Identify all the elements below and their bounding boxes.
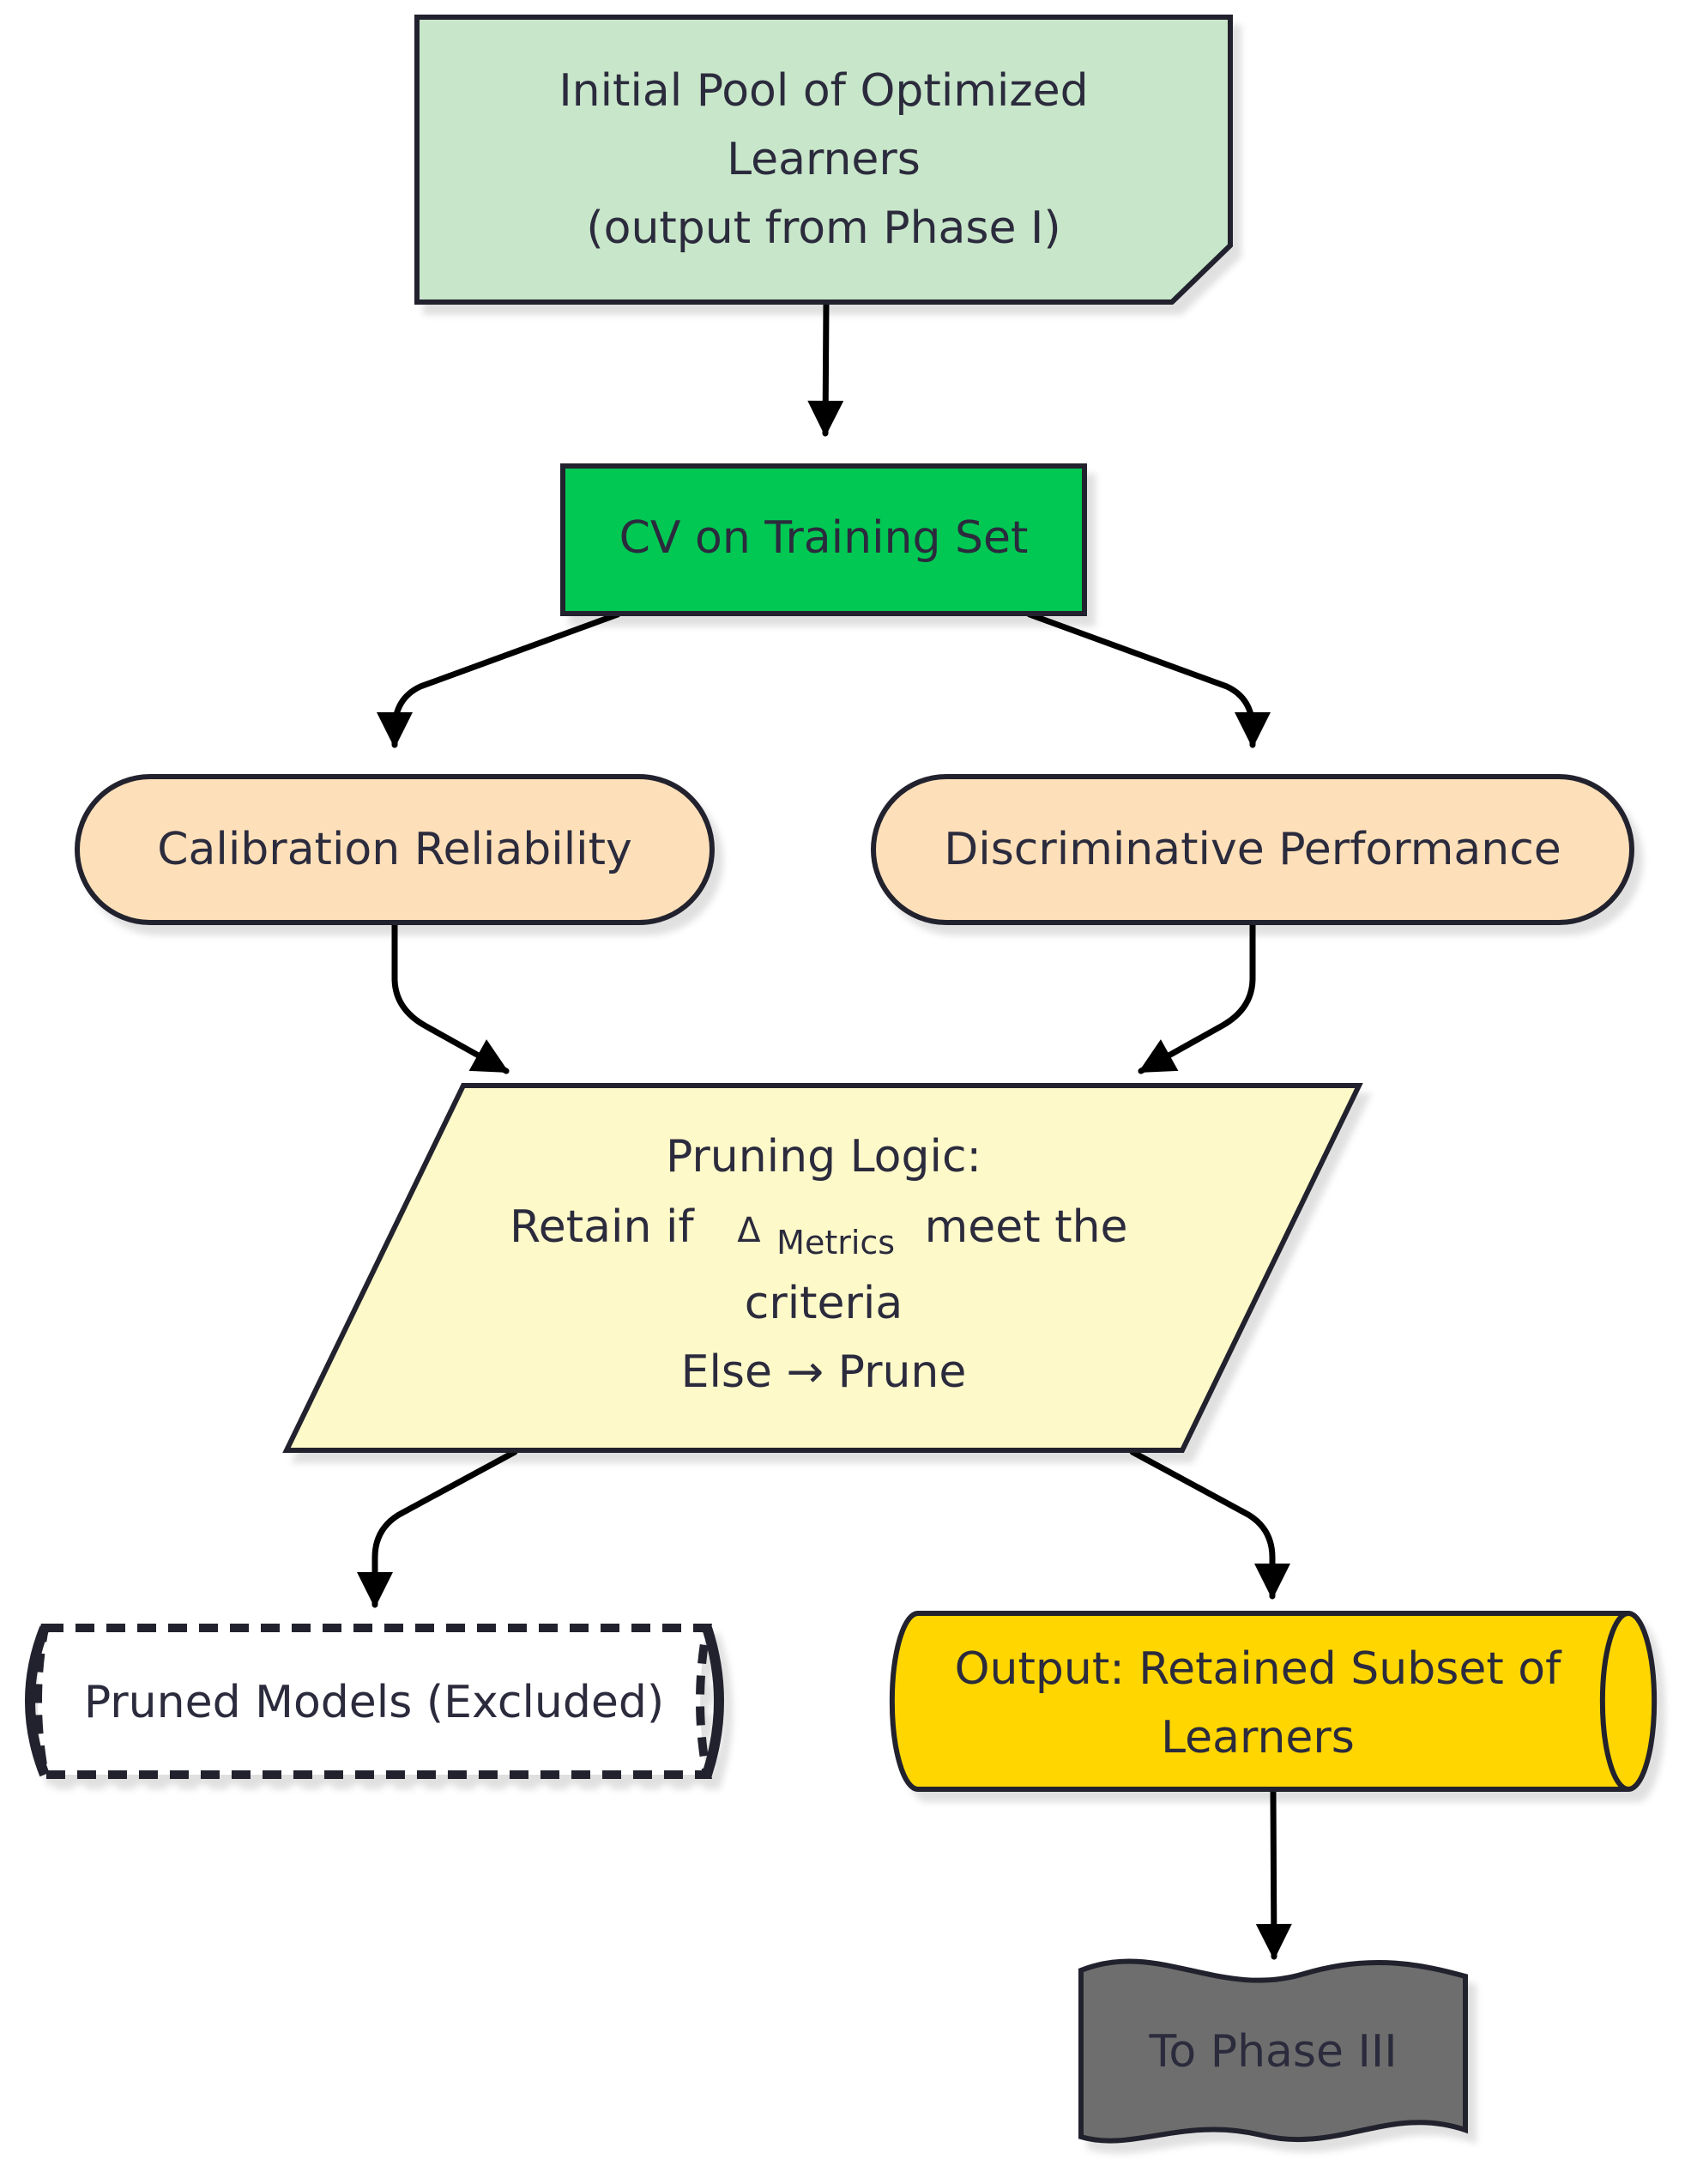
pruned-left-cap bbox=[25, 1625, 50, 1777]
edge-initial-to-cv bbox=[807, 301, 844, 437]
cv-label: CV on Training Set bbox=[619, 512, 1029, 564]
phase3-label: To Phase III bbox=[1148, 2026, 1397, 2078]
node-phase3[interactable] bbox=[1078, 1958, 1468, 2144]
pruning-logic-line3: criteria bbox=[745, 1278, 903, 1329]
output-label-line1: Output: Retained Subset of bbox=[955, 1643, 1562, 1695]
edge-cv-to-calibration bbox=[377, 611, 621, 748]
edge-discriminative-to-logic bbox=[1138, 920, 1256, 1074]
pruning-logic-line1: Pruning Logic: bbox=[666, 1131, 981, 1183]
initial-pool-label-line2: Learners bbox=[727, 134, 921, 185]
note-fold-icon bbox=[1169, 243, 1233, 305]
phase3-shape bbox=[1078, 1958, 1468, 2144]
output-cylinder-rim bbox=[1599, 1611, 1629, 1792]
edge-output-to-phase3 bbox=[1255, 1788, 1292, 1960]
initial-pool-label-line3: (output from Phase I) bbox=[586, 203, 1060, 254]
pruning-logic-line2: Retain if Δ Metrics meet the bbox=[510, 1201, 1128, 1265]
calibration-label: Calibration Reliability bbox=[157, 824, 632, 875]
pruning-logic-line2-prefix: Retain if bbox=[510, 1201, 695, 1253]
output-label-line2: Learners bbox=[1161, 1712, 1355, 1764]
discriminative-shape bbox=[871, 774, 1634, 925]
node-discriminative[interactable] bbox=[871, 774, 1634, 925]
pruning-logic-line2-suffix: meet the bbox=[925, 1201, 1128, 1253]
node-pruning-logic[interactable] bbox=[282, 1083, 1363, 1453]
edge-cv-to-discriminative bbox=[1026, 611, 1271, 748]
pruned-right-cap bbox=[702, 1626, 724, 1776]
edges bbox=[357, 301, 1292, 1960]
discriminative-label: Discriminative Performance bbox=[944, 824, 1561, 875]
delta-symbol: Δ bbox=[737, 1211, 761, 1250]
initial-pool-label-line1: Initial Pool of Optimized bbox=[559, 65, 1088, 117]
node-pruned[interactable] bbox=[25, 1624, 724, 1779]
edge-calibration-to-logic bbox=[391, 920, 510, 1074]
cv-shape bbox=[560, 463, 1087, 616]
metrics-subscript: Metrics bbox=[776, 1224, 895, 1261]
node-initial-pool[interactable] bbox=[414, 15, 1233, 305]
calibration-shape bbox=[75, 774, 715, 925]
edge-logic-to-output bbox=[1129, 1449, 1290, 1600]
node-calibration[interactable] bbox=[75, 774, 715, 925]
edge-logic-to-pruned bbox=[357, 1449, 518, 1608]
node-cv[interactable] bbox=[560, 463, 1087, 616]
node-output[interactable] bbox=[889, 1611, 1658, 1792]
pruned-label: Pruned Models (Excluded) bbox=[84, 1677, 664, 1728]
pruning-logic-line4: Else → Prune bbox=[681, 1346, 967, 1398]
pruning-logic-shape bbox=[282, 1083, 1363, 1453]
